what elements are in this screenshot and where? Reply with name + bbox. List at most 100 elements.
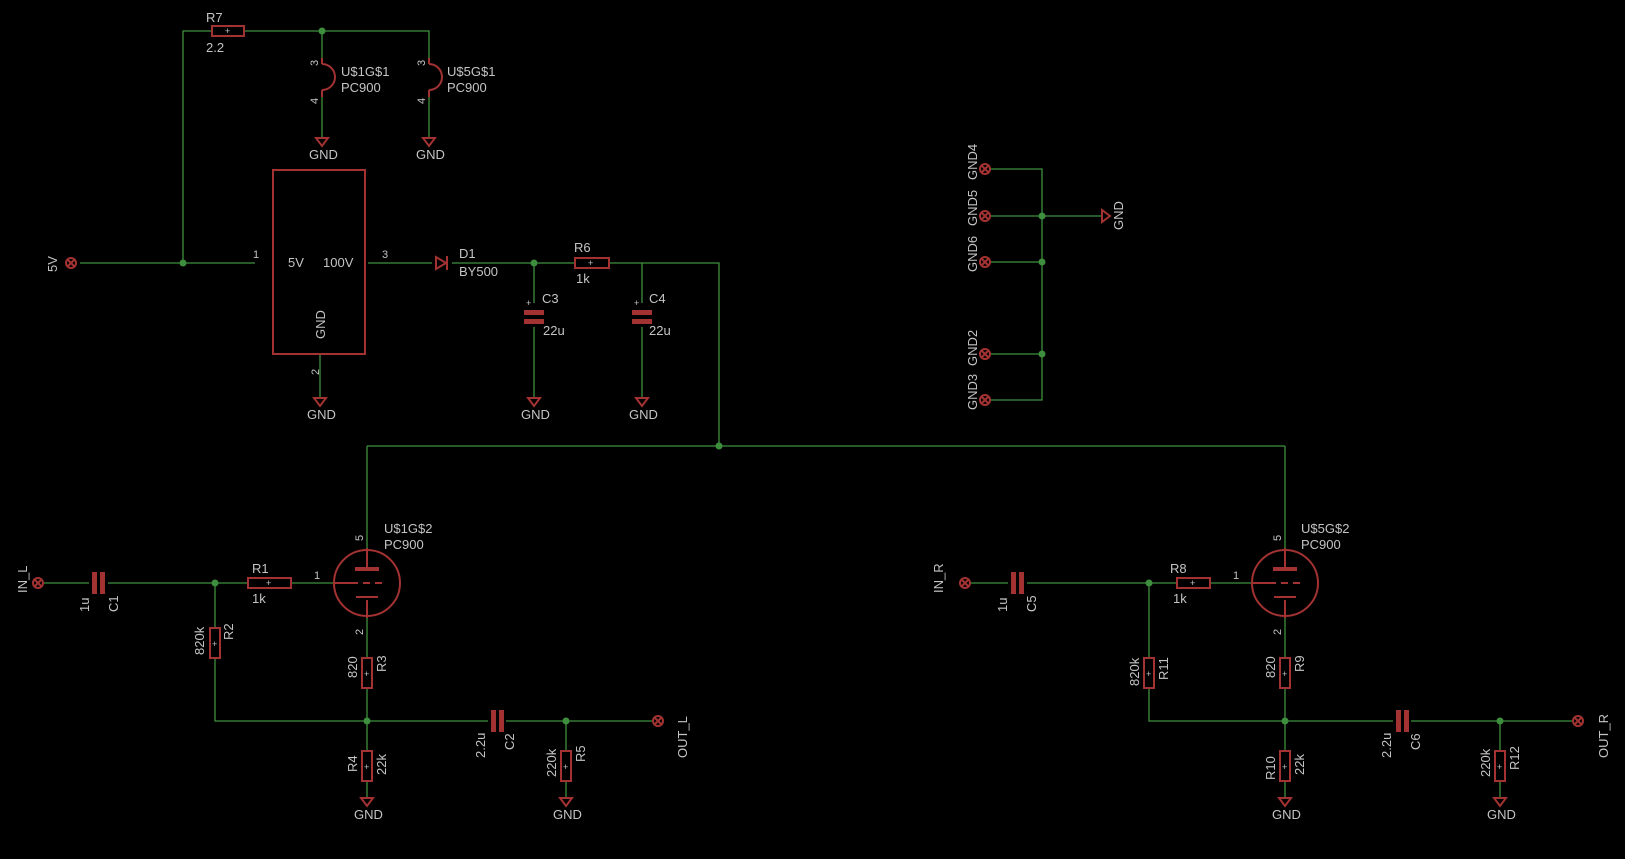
- connector-in-r[interactable]: IN_R: [931, 563, 971, 593]
- gnd-symbol-bus: GND: [1101, 201, 1126, 230]
- resistor-r2[interactable]: + 820k R2: [192, 623, 236, 659]
- capacitor-c2[interactable]: 2.2u C2: [473, 710, 517, 758]
- value-label: BY500: [459, 264, 498, 279]
- connector-gnd2[interactable]: GND2: [965, 330, 991, 366]
- junction: [562, 717, 570, 725]
- resistor-r3[interactable]: + 820 R3: [345, 655, 389, 689]
- ref-label: C1: [106, 595, 121, 612]
- pin-number: 3: [416, 60, 428, 66]
- gnd-symbol-r5: GND: [553, 797, 582, 822]
- resistor-r1[interactable]: + R1 1k: [247, 561, 292, 606]
- value-label: 1u: [77, 598, 92, 612]
- value-label: 22k: [374, 754, 389, 775]
- gnd-symbol-r10: GND: [1272, 797, 1301, 822]
- resistor-r10[interactable]: + R10 22k: [1263, 750, 1307, 782]
- capacitor-c4[interactable]: + C4 22u: [632, 291, 671, 338]
- ref-label: C6: [1408, 733, 1423, 750]
- junction: [715, 442, 723, 450]
- gnd-label: GND: [416, 147, 445, 162]
- connector-label: OUT_R: [1596, 714, 1611, 758]
- resistor-r12[interactable]: + 220k R12: [1478, 746, 1522, 782]
- connector-gnd5[interactable]: GND5: [965, 190, 991, 226]
- junction: [363, 717, 371, 725]
- resistor-r6[interactable]: + R6 1k: [574, 240, 610, 286]
- resistor-icon: [560, 750, 572, 782]
- gnd-symbol-c4: GND: [629, 397, 658, 422]
- value-label: 22u: [543, 323, 565, 338]
- resistor-r7[interactable]: + R7 2.2: [206, 10, 245, 55]
- junction: [318, 27, 326, 35]
- connector-pad-icon: [979, 210, 991, 222]
- connector-label: IN_R: [931, 563, 946, 593]
- svg-text:+: +: [225, 26, 230, 36]
- value-label: 2.2u: [473, 733, 488, 758]
- heater-icon: [428, 63, 443, 91]
- ground-icon: [1101, 208, 1112, 224]
- wires: [44, 30, 1572, 798]
- gnd-symbol-reg: GND: [307, 397, 336, 422]
- pin-number: 1: [1233, 570, 1239, 582]
- connector-gnd4[interactable]: GND4: [965, 144, 991, 180]
- connector-in-l[interactable]: IN_L: [15, 566, 44, 593]
- value-label: 1k: [252, 591, 266, 606]
- connector-label: GND2: [965, 330, 980, 366]
- capacitor-c6[interactable]: 2.2u C6: [1379, 710, 1423, 758]
- junction: [1038, 258, 1046, 266]
- resistor-r4[interactable]: + R4 22k: [345, 750, 389, 782]
- svg-text:+: +: [588, 258, 593, 268]
- ref-label: U$1G$1: [341, 64, 389, 79]
- gnd-symbol-c3: GND: [521, 397, 550, 422]
- gnd-label: GND: [553, 807, 582, 822]
- capacitor-c5[interactable]: 1u C5: [995, 572, 1039, 612]
- hv-converter-module[interactable]: 5V 100V GND 1 3 2: [253, 169, 388, 375]
- connector-pad-icon: [979, 348, 991, 360]
- connector-pad-icon: [979, 256, 991, 268]
- connector-gnd6[interactable]: GND6: [965, 236, 991, 272]
- pin-number: 2: [354, 629, 366, 635]
- connector-pad-icon: [65, 257, 77, 269]
- diode-d1[interactable]: D1 BY500: [435, 246, 498, 279]
- resistor-r8[interactable]: + R8 1k: [1170, 561, 1211, 606]
- gnd-label: GND: [309, 147, 338, 162]
- connector-label: GND6: [965, 236, 980, 272]
- gnd-symbol-u1g1: GND: [309, 137, 338, 162]
- tube-u1g2[interactable]: 5 1 2 U$1G$2 PC900: [314, 521, 432, 635]
- gnd-label: GND: [1111, 201, 1126, 230]
- ref-label: R11: [1156, 657, 1171, 680]
- svg-text:+: +: [526, 298, 531, 308]
- value-label: 22u: [649, 323, 671, 338]
- capacitor-c3[interactable]: + C3 22u: [524, 291, 565, 338]
- resistor-r5[interactable]: + 220k R5: [544, 745, 588, 782]
- connector-out-r[interactable]: OUT_R: [1572, 714, 1611, 758]
- svg-text:+: +: [1282, 669, 1287, 679]
- connector-label: GND4: [965, 144, 980, 180]
- resistor-icon: [1494, 750, 1506, 782]
- gnd-label: GND: [629, 407, 658, 422]
- connector-pad-icon: [1572, 715, 1584, 727]
- ground-icon: [312, 397, 328, 408]
- tube-u5g2[interactable]: 5 1 2 U$5G$2 PC900: [1233, 521, 1349, 635]
- connector-pad-icon: [979, 163, 991, 175]
- pin-number: 3: [309, 60, 321, 66]
- ref-label: R7: [206, 10, 223, 25]
- polarized-capacitor-icon: [632, 310, 652, 324]
- ref-label: R5: [573, 745, 588, 762]
- ref-label: C4: [649, 291, 666, 306]
- resistor-icon: [1143, 657, 1155, 689]
- ref-label: C5: [1024, 595, 1039, 612]
- pin-number: 4: [309, 98, 321, 104]
- ref-label: U$5G$1: [447, 64, 495, 79]
- connector-gnd3[interactable]: GND3: [965, 374, 991, 410]
- junctions: [179, 27, 1504, 725]
- tube-u5g1[interactable]: 3 4 U$5G$1 PC900: [416, 58, 495, 104]
- capacitor-icon: [1011, 572, 1024, 594]
- ground-icon: [359, 797, 375, 808]
- connector-pad-icon: [32, 577, 44, 589]
- resistor-r9[interactable]: + 820 R9: [1263, 655, 1307, 689]
- tube-u1g1[interactable]: 3 4 U$1G$1 PC900: [309, 58, 389, 104]
- connector-out-l[interactable]: OUT_L: [652, 715, 690, 758]
- ref-label: R10: [1263, 756, 1278, 780]
- capacitor-c1[interactable]: 1u C1: [77, 572, 121, 612]
- resistor-r11[interactable]: + 820k R11: [1127, 657, 1171, 689]
- connector-5v[interactable]: 5V: [45, 256, 77, 272]
